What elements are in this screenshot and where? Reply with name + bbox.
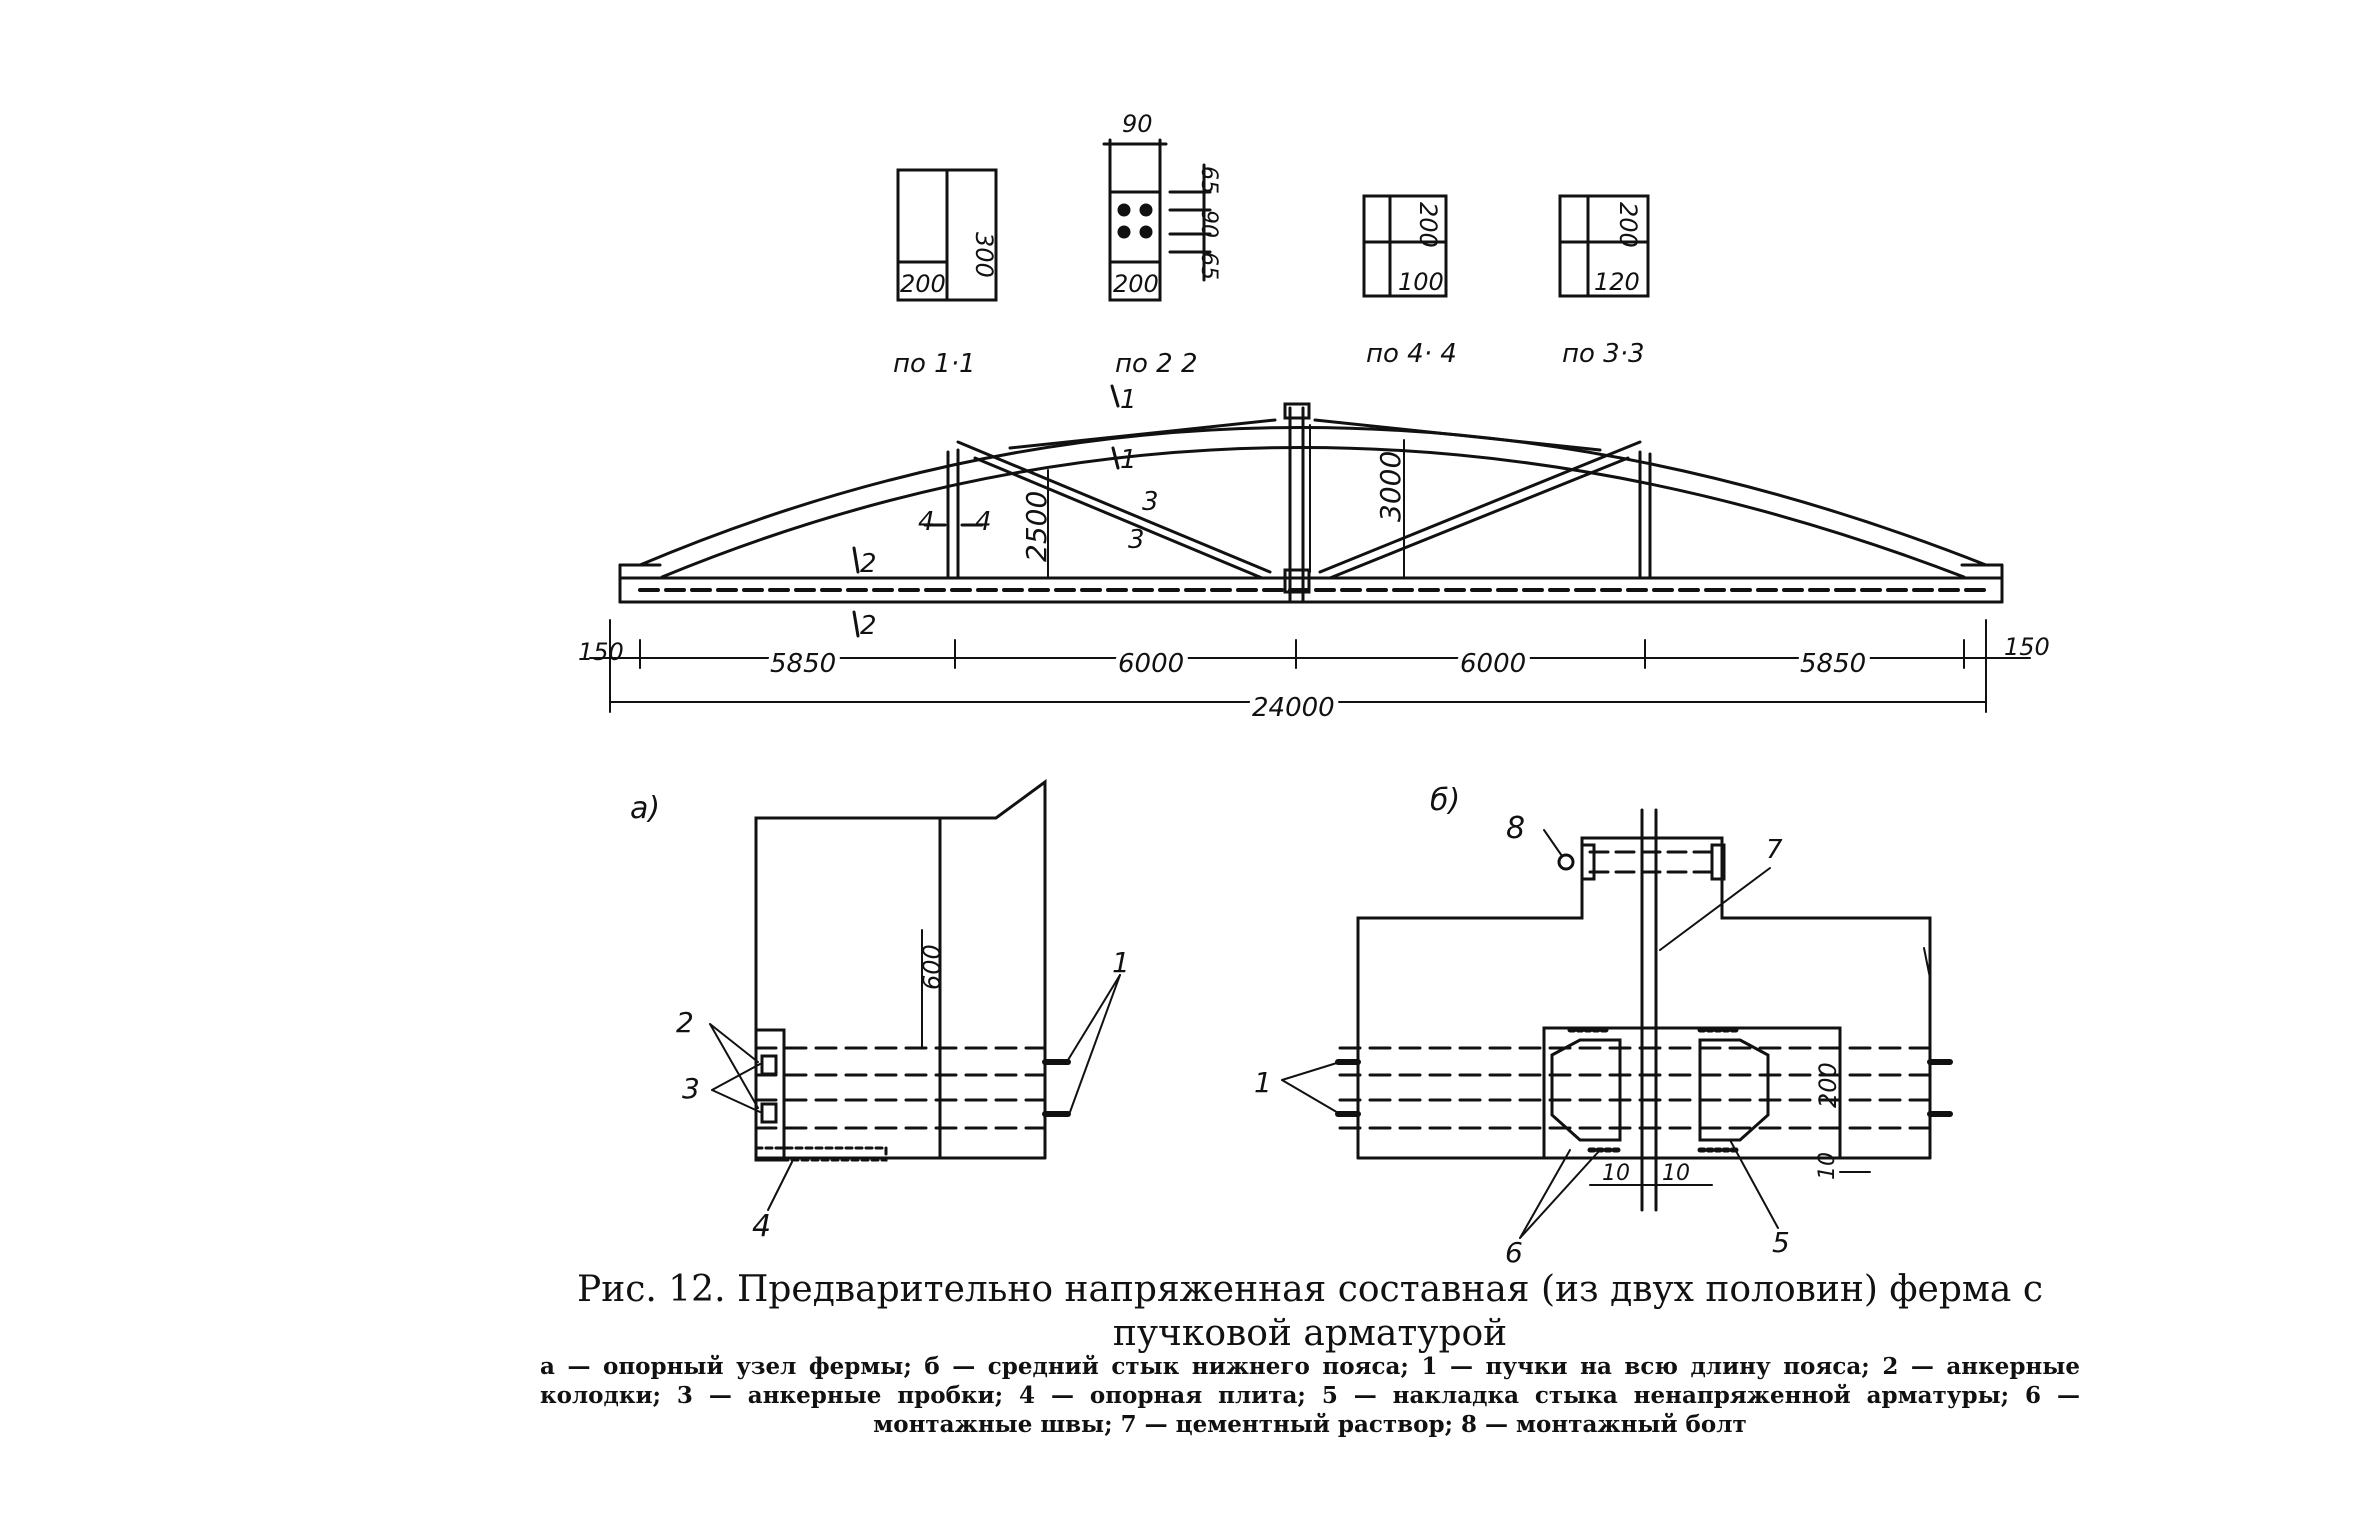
detail-b-callout-6: 6	[1505, 1236, 1523, 1269]
detail-a	[709, 779, 1121, 1211]
section-3-width: 120	[1594, 268, 1640, 296]
panel-dim-2: 6000	[1118, 649, 1184, 679]
section-1-label: по 1·1	[893, 349, 976, 379]
detail-b-gap-dim-2: 10	[1662, 1161, 1690, 1186]
truss-labels: 1 1 3 3 4 4 2 2 2500 3000 150 150 5850 6…	[578, 385, 2050, 728]
detail-b-gap-dim-3: 10	[1815, 1152, 1840, 1180]
figure-caption-title: Рис. 12. Предварительно напряженная сост…	[577, 1269, 2043, 1354]
cut-mark-3-top: 3	[1142, 487, 1159, 517]
cut-mark-1-top: 1	[1120, 385, 1137, 415]
panel-dim-3: 6000	[1460, 649, 1526, 679]
detail-b	[1281, 808, 1953, 1239]
figure-caption-legend: а — опорный узел фермы; б — средний стык…	[540, 1353, 2080, 1438]
panel-dim-4: 5850	[1800, 649, 1866, 679]
section-4-label: по 4· 4	[1366, 339, 1457, 369]
detail-b-height-dim: 200	[1814, 1062, 1842, 1108]
cut-mark-2-bottom: 2	[860, 611, 877, 641]
section-1-height: 300	[970, 232, 998, 278]
detail-a-label: а)	[630, 791, 660, 826]
height-dim-2500: 2500	[1020, 491, 1053, 562]
section-3-3	[1558, 194, 1650, 298]
detail-a-callout-2: 2	[676, 1006, 694, 1039]
detail-b-callout-1: 1	[1254, 1066, 1272, 1099]
cut-mark-4-right: 4	[975, 507, 992, 537]
section-2-2	[1102, 138, 1212, 302]
section-3-height: 200	[1614, 202, 1642, 248]
truss-dimensions	[589, 619, 2031, 713]
section-3-label: по 3·3	[1562, 339, 1645, 369]
section-4-4	[1362, 194, 1448, 298]
detail-b-callout-5: 5	[1772, 1226, 1790, 1259]
detail-b-callout-7: 7	[1766, 835, 1783, 865]
section-2-top-dim: 90	[1122, 110, 1153, 138]
section-4-width: 100	[1398, 268, 1444, 296]
detail-b-labels: б) 200 10 10 10 1 5 6 7 8	[1254, 783, 1842, 1269]
cut-mark-1-bottom: 1	[1120, 445, 1137, 475]
detail-a-height-dim: 600	[918, 944, 946, 990]
height-dim-3000: 3000	[1374, 451, 1407, 522]
end-dim-left: 150	[578, 638, 624, 666]
panel-dim-1: 5850	[770, 649, 836, 679]
end-dim-right: 150	[2004, 633, 2050, 661]
detail-a-callout-1: 1	[1112, 946, 1130, 979]
truss-elevation	[618, 384, 2004, 638]
detail-a-callout-4: 4	[752, 1209, 771, 1244]
section-2-label: по 2 2	[1115, 349, 1198, 379]
section-1-1	[896, 168, 998, 302]
section-2-dim-right-1: 65	[1196, 166, 1221, 194]
section-2-width: 200	[1113, 270, 1159, 298]
cut-mark-3-bottom: 3	[1128, 525, 1145, 555]
section-4-height: 200	[1414, 202, 1442, 248]
section-2-dim-right-3: 65	[1196, 252, 1221, 280]
section-labels: по 1·1 200 300 по 2 2 200 90 65 90 65 по…	[893, 110, 1645, 379]
detail-a-labels: а) 600 1 2 3 4	[630, 791, 1130, 1244]
section-2-dim-right-2: 90	[1196, 210, 1221, 238]
section-1-width: 200	[900, 270, 946, 298]
detail-b-gap-dim-1: 10	[1602, 1161, 1630, 1186]
total-dim: 24000	[1252, 693, 1335, 723]
cut-mark-4-left: 4	[918, 507, 935, 537]
detail-b-callout-8: 8	[1506, 811, 1525, 846]
cut-mark-2-top: 2	[860, 549, 877, 579]
detail-b-label: б)	[1430, 783, 1460, 818]
detail-a-callout-3: 3	[682, 1072, 700, 1105]
